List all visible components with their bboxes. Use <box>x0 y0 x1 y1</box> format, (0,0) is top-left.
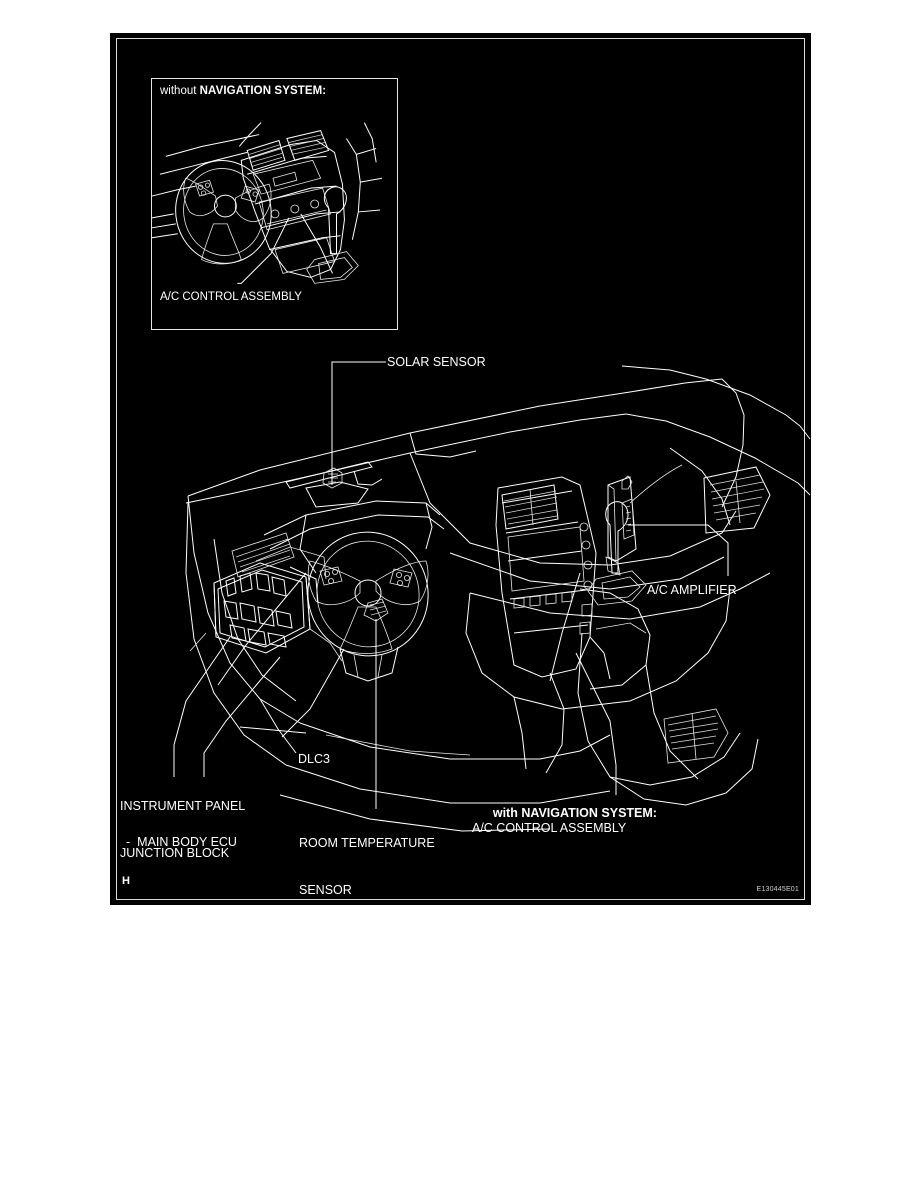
inset-title-strong: NAVIGATION SYSTEM: <box>199 85 327 97</box>
figure-panel: without NAVIGATION SYSTEM: A/C CONTROL A… <box>110 33 811 905</box>
inset-title: without NAVIGATION SYSTEM: <box>160 85 326 98</box>
label-room-temperature-sensor-line1: ROOM TEMPERATURE <box>299 836 435 850</box>
inset-title-lead: without <box>160 85 200 97</box>
label-ac-amplifier: A/C AMPLIFIER <box>647 583 737 597</box>
label-with-navigation-system: with NAVIGATION SYSTEM: <box>472 790 657 837</box>
label-solar-sensor: SOLAR SENSOR <box>387 355 486 369</box>
label-main-body-ecu-text: MAIN BODY ECU <box>137 835 237 849</box>
inset-caption-ac-control-assembly: A/C CONTROL ASSEMBLY <box>160 291 302 303</box>
label-instrument-panel-junction-block-line1: INSTRUMENT PANEL <box>120 799 246 813</box>
label-room-temperature-sensor-line2: SENSOR <box>299 882 352 897</box>
label-instrument-panel-junction-block-line2: JUNCTION BLOCK <box>120 845 230 860</box>
label-room-temperature-sensor: ROOM TEMPERATURE SENSOR <box>299 805 435 929</box>
label-with-navigation-system-lead: with <box>492 805 522 820</box>
label-ac-control-assembly-nav: A/C CONTROL ASSEMBLY <box>472 821 627 835</box>
label-main-body-ecu-bullet: - <box>126 835 131 849</box>
sheet-mark: H <box>122 875 130 887</box>
label-main-body-ecu: - MAIN BODY ECU <box>126 835 237 851</box>
label-with-navigation-system-strong: NAVIGATION SYSTEM: <box>521 805 657 820</box>
inset-callout-box: without NAVIGATION SYSTEM: A/C CONTROL A… <box>151 78 398 330</box>
label-dlc3: DLC3 <box>298 752 330 766</box>
label-instrument-panel-junction-block: INSTRUMENT PANEL JUNCTION BLOCK <box>120 768 245 892</box>
figure-code: E130445E01 <box>756 886 799 893</box>
